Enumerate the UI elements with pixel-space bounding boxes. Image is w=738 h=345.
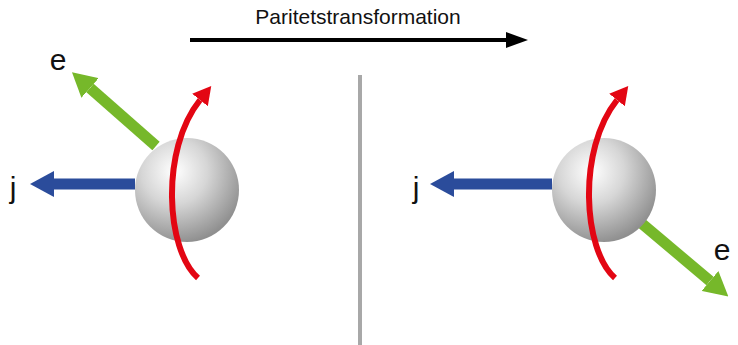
electron-vector <box>640 222 710 281</box>
vector-label: e <box>50 42 67 78</box>
transform-arrow <box>190 38 506 42</box>
spin-vector <box>454 179 552 190</box>
nucleus-sphere <box>552 138 656 242</box>
mirror-line <box>358 75 362 345</box>
vector-label: j <box>413 170 420 206</box>
nucleus-sphere <box>135 138 239 242</box>
electron-vector <box>90 88 156 146</box>
rotation-arrow <box>589 100 617 278</box>
vector-label: j <box>10 170 17 206</box>
vector-label: e <box>714 232 731 268</box>
transform-label: Paritetstransformation <box>255 4 460 29</box>
rotation-arrow <box>172 100 200 278</box>
spin-vector <box>54 179 135 190</box>
